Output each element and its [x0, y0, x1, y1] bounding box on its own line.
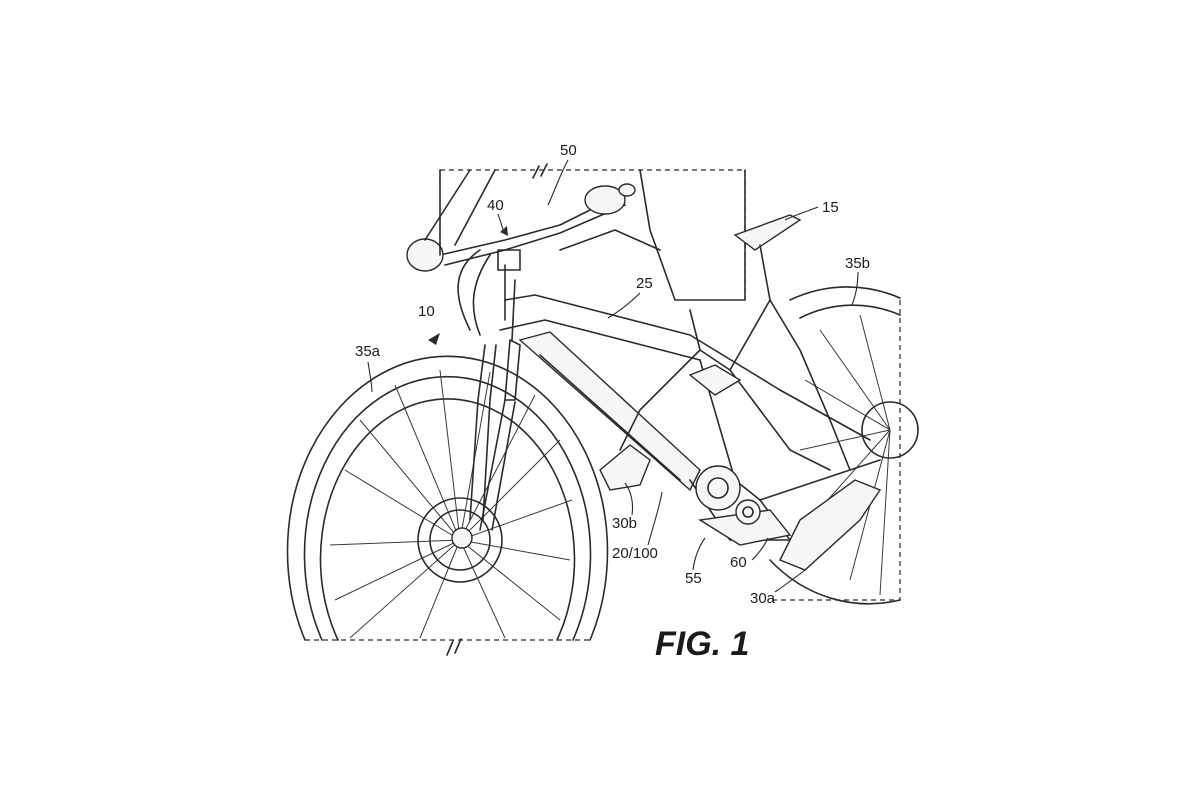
ref-label-60: 60 [730, 554, 747, 571]
drive-unit [695, 465, 761, 525]
left-hand [406, 238, 444, 272]
ref-label-35b: 35b [845, 255, 870, 272]
left-shoe [599, 444, 651, 491]
ref-label-55: 55 [685, 570, 702, 587]
ref-label-30b: 30b [612, 515, 637, 532]
front-disc-rotor [417, 497, 503, 583]
ref-label-10: 10 [418, 303, 435, 320]
down-tube-battery [518, 331, 701, 492]
pedal-crank [688, 364, 742, 396]
rear-disc-rotor [861, 401, 919, 459]
right-hand [584, 185, 626, 215]
frame [499, 294, 881, 546]
rider [424, 169, 882, 571]
ref-label-25: 25 [636, 275, 653, 292]
saddle [733, 214, 802, 301]
front-hub [451, 527, 473, 549]
ref-label-15: 15 [822, 199, 839, 216]
ref-label-40: 40 [487, 197, 504, 214]
front-wheel [286, 355, 609, 641]
handlebar [406, 183, 636, 336]
front-fork [469, 249, 521, 531]
figure-title: FIG. 1 [655, 625, 749, 663]
rear-wheel [769, 286, 919, 605]
reference-labels: 50 40 15 35b 25 10 35a 30b 20/100 55 60 … [355, 142, 870, 607]
ref-label-35a: 35a [355, 343, 381, 360]
front-spokes [329, 369, 573, 639]
ref-label-50: 50 [560, 142, 577, 159]
ref-label-30a: 30a [750, 590, 776, 607]
ref-label-20-100: 20/100 [612, 545, 658, 562]
